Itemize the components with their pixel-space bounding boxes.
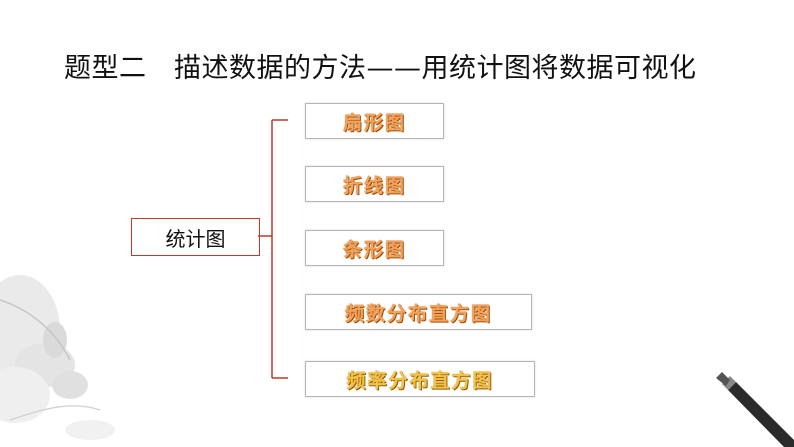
ink-flower-painting [0,275,115,440]
branch-node-bar-chart: 条形图 [305,230,444,266]
branch-label: 频数分布直方图 [344,302,492,325]
root-node-label: 统计图 [165,226,226,251]
branch-node-pie-chart: 扇形图 [305,103,444,139]
branch-label: 扇形图 [342,111,406,134]
branch-node-line-chart: 折线图 [305,166,444,202]
branch-node-relative-frequency-histogram: 频率分布直方图 [305,361,535,397]
tree-connector [258,119,288,379]
page-title: 题型二 描述数据的方法——用统计图将数据可视化 [64,53,697,84]
branch-label: 条形图 [342,238,406,261]
calligraphy-brush-icon [716,372,794,447]
branch-label: 频率分布直方图 [346,369,494,392]
branch-label: 折线图 [342,174,406,197]
root-node-statistical-charts: 统计图 [131,218,260,256]
branch-node-frequency-histogram: 频数分布直方图 [305,294,532,330]
